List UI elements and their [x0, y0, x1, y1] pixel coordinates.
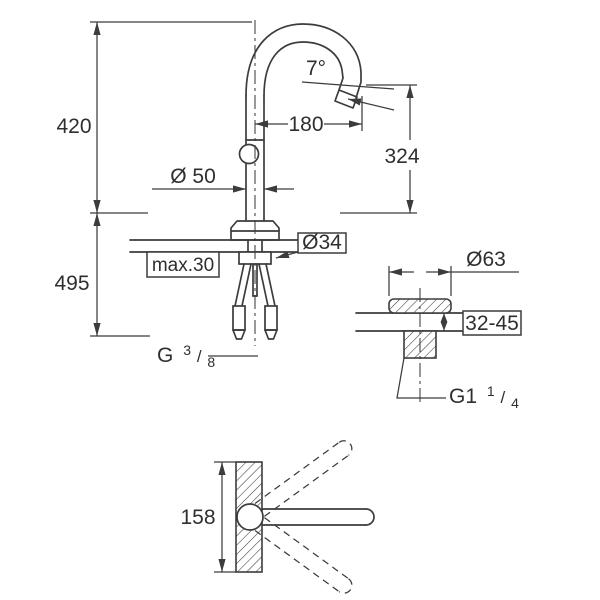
dim-label-dia34: Ø34 — [302, 231, 342, 254]
hole-diameter-box — [297, 232, 347, 254]
swivel-arm-edge — [254, 530, 340, 593]
spout-arm-end — [365, 508, 375, 526]
dim-label-32-45: 32-45 — [465, 312, 519, 335]
angle-ray-lower — [347, 98, 395, 111]
front-dimensions — [90, 21, 417, 357]
thread-label-g114: G1 1 / 4 — [449, 378, 519, 411]
spout-inner-curve — [263, 41, 344, 97]
angle-label-7deg: 7° — [306, 57, 326, 80]
leader-dia34 — [275, 251, 299, 259]
spout-aerator-tip — [334, 89, 358, 109]
hose-line — [258, 263, 269, 307]
dim-label-dia50: Ø 50 — [170, 165, 216, 188]
hose-tip-left — [232, 329, 246, 340]
dim-label-180: 180 — [288, 113, 323, 136]
hose-line — [234, 263, 245, 307]
hose-fitting-right — [264, 305, 278, 331]
swivel-arm-end — [338, 578, 353, 594]
drain-view: Ø63 32-45 G1 1 / 4 — [355, 248, 522, 411]
top-view: 158 — [180, 440, 375, 594]
dim-label-420: 420 — [56, 115, 91, 138]
leader-g114 — [396, 357, 446, 399]
hose-fitting-left — [232, 305, 246, 331]
dim-label-324: 324 — [384, 145, 419, 168]
front-view: 420 495 7° 180 324 Ø 50 Ø34 max.30 G 3 /… — [54, 20, 420, 370]
swivel-arm-edge — [264, 454, 349, 517]
thread-label-g38: G 3 / 8 — [157, 337, 215, 370]
deck-thickness-arrow-down — [440, 322, 448, 331]
hose-line — [241, 263, 252, 307]
spout-outer-curve — [245, 23, 362, 99]
angle-ray-upper — [301, 81, 395, 90]
dim-label-158: 158 — [180, 506, 215, 529]
deck-thickness-arrow-up — [440, 313, 448, 322]
dim-label-495: 495 — [54, 272, 89, 295]
faucet-body-top — [236, 503, 264, 531]
dim-label-max30: max.30 — [152, 255, 214, 276]
supply-hoses — [232, 263, 278, 340]
hose-tip-right — [264, 329, 278, 340]
hose-line — [265, 263, 276, 307]
swivel-arm-upper — [254, 440, 353, 517]
swivel-arm-edge — [254, 441, 340, 504]
dim-label-dia63: Ø63 — [466, 248, 506, 271]
handle-knob — [238, 143, 260, 165]
swivel-arm-lower — [254, 517, 353, 594]
swivel-arm-end — [338, 440, 353, 456]
swivel-arm-edge — [264, 517, 349, 580]
deck-range-box — [462, 310, 522, 336]
max-thickness-box — [146, 251, 220, 278]
